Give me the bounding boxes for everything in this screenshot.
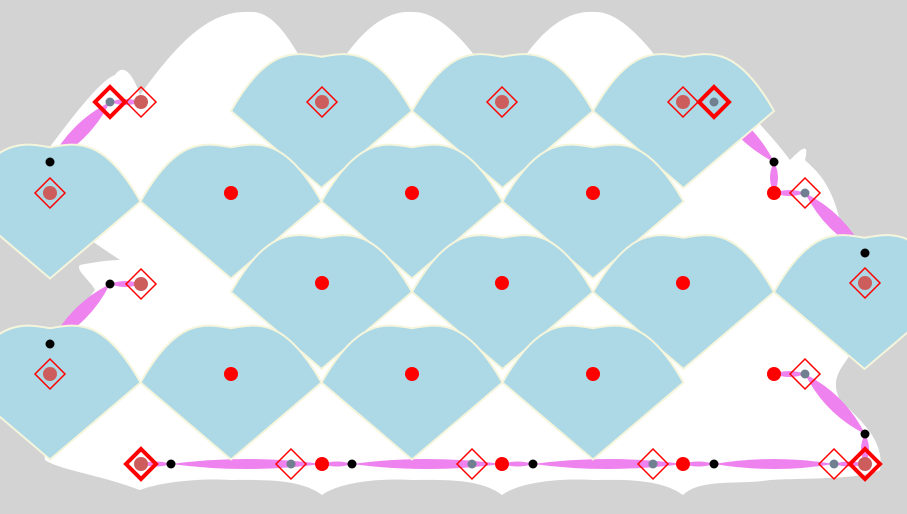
marker-disc xyxy=(134,277,148,291)
boundary-vertex xyxy=(106,280,115,289)
boundary-vertex xyxy=(529,460,538,469)
boundary-vertex xyxy=(167,460,176,469)
marker-dot xyxy=(830,460,839,469)
interior-vertex xyxy=(405,186,419,200)
interior-vertex xyxy=(767,367,781,381)
interior-vertex xyxy=(315,457,329,471)
marker-dot xyxy=(801,189,810,198)
interior-vertex xyxy=(586,186,600,200)
marker-dot xyxy=(649,460,658,469)
marker-disc xyxy=(43,186,57,200)
interior-vertex xyxy=(405,367,419,381)
interior-vertex xyxy=(224,367,238,381)
boundary-vertex xyxy=(348,460,357,469)
marker-disc xyxy=(676,95,690,109)
marker-disc xyxy=(495,95,509,109)
boundary-vertex xyxy=(46,340,55,349)
interior-vertex xyxy=(315,276,329,290)
marker-disc xyxy=(43,367,57,381)
marker-disc xyxy=(134,457,148,471)
marker-dot xyxy=(287,460,296,469)
marker-dot xyxy=(468,460,477,469)
interior-vertex xyxy=(495,457,509,471)
interior-vertex xyxy=(224,186,238,200)
marker-dot xyxy=(106,98,115,107)
boundary-vertex xyxy=(861,249,870,258)
marker-dot xyxy=(710,98,719,107)
interior-vertex xyxy=(676,457,690,471)
interior-vertex xyxy=(586,367,600,381)
marker-disc xyxy=(134,95,148,109)
marker-dot xyxy=(801,370,810,379)
interior-vertex xyxy=(767,186,781,200)
boundary-vertex xyxy=(770,158,779,167)
boundary-vertex xyxy=(861,430,870,439)
marker-disc xyxy=(858,457,872,471)
marker-disc xyxy=(858,276,872,290)
boundary-vertex xyxy=(46,158,55,167)
interior-vertex xyxy=(495,276,509,290)
marker-disc xyxy=(315,95,329,109)
boundary-vertex xyxy=(710,460,719,469)
interior-vertex xyxy=(676,276,690,290)
